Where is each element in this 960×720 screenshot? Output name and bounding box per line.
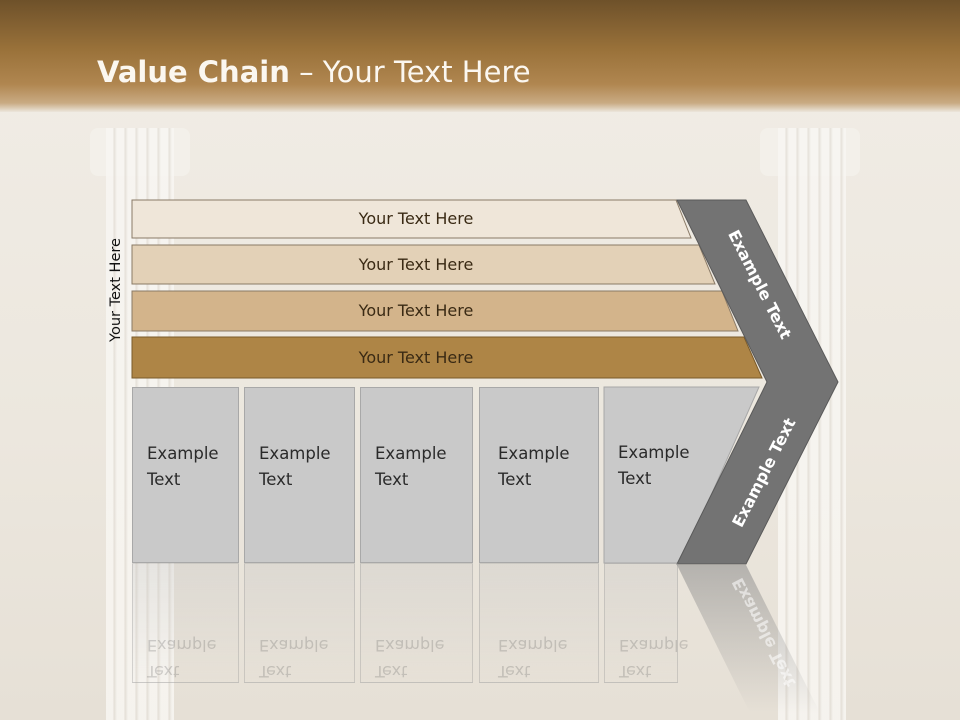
box-3-line-2: Text xyxy=(375,470,409,489)
box-4-line-2: Text xyxy=(498,470,532,489)
title-bold: Value Chain xyxy=(97,55,290,89)
title-rest: – Your Text Here xyxy=(289,55,531,89)
side-label: Your Text Here xyxy=(108,238,124,342)
row-1-label: Your Text Here xyxy=(358,209,474,228)
title-bar xyxy=(0,0,960,112)
row-4-label: Your Text Here xyxy=(358,348,474,367)
row-3-shape xyxy=(131,290,739,332)
box-5-line-1: Example xyxy=(618,443,690,462)
row-2-shape xyxy=(131,244,716,285)
row-1-shape xyxy=(131,199,692,239)
box-1-line-2: Text xyxy=(147,470,181,489)
margin-chevron xyxy=(676,199,839,565)
box-1-line-1: Example xyxy=(147,444,219,463)
reflection-chevron xyxy=(677,565,820,713)
box-2-line-2: Text xyxy=(259,470,293,489)
row-2-label: Your Text Here xyxy=(358,255,474,274)
box-4-line-1: Example xyxy=(498,444,570,463)
row-4-shape xyxy=(131,336,763,379)
row-3-label: Your Text Here xyxy=(358,301,474,320)
slide-title: Value Chain – Your Text Here xyxy=(97,55,531,89)
box-2-line-1: Example xyxy=(259,444,331,463)
box-5-line-2: Text xyxy=(618,469,652,488)
box-3-line-1: Example xyxy=(375,444,447,463)
